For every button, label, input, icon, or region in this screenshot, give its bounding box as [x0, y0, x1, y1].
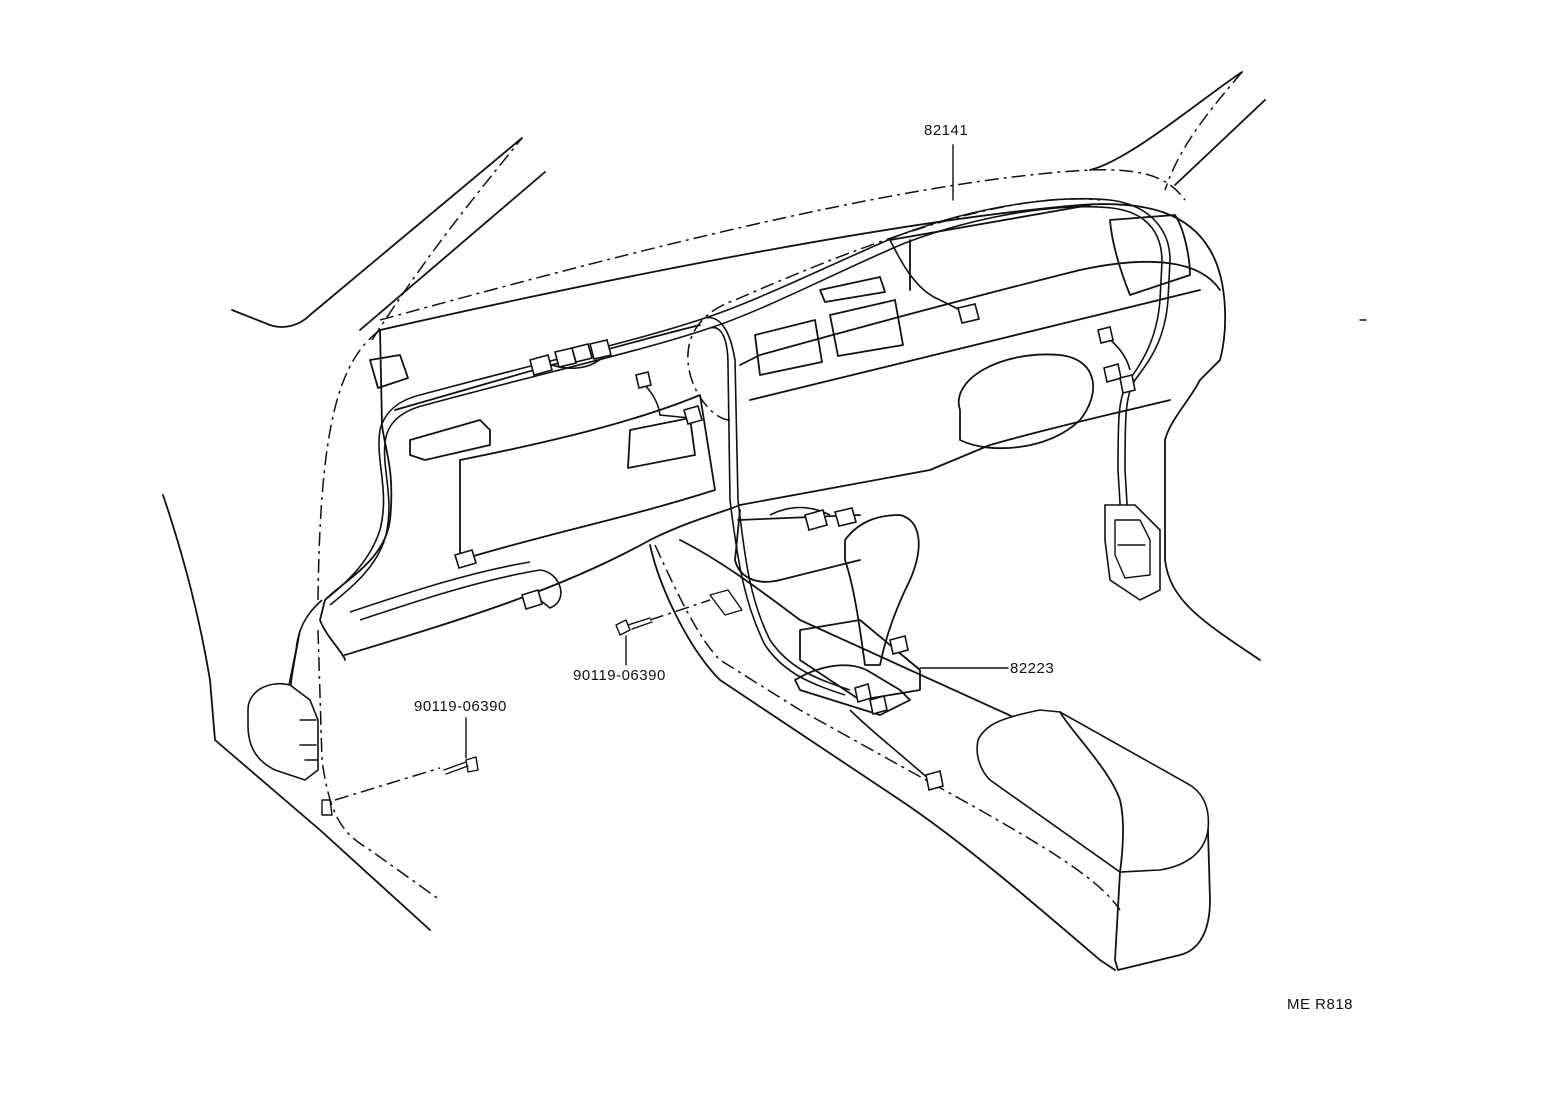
instrument-panel — [319, 198, 1261, 661]
center-console — [649, 514, 1211, 971]
diagram-code: ME R818 — [1287, 996, 1354, 1013]
bolts — [334, 589, 743, 801]
windshield-outline — [231, 71, 1266, 341]
leader-lines — [465, 144, 1009, 759]
left-body-edge — [162, 329, 441, 931]
harness-82141 — [247, 198, 1171, 816]
part-label-bolt-left: 90119-06390 — [414, 698, 507, 715]
part-label-bolt-center: 90119-06390 — [573, 667, 666, 684]
part-label-82223: 82223 — [1010, 660, 1055, 677]
part-label-82141: 82141 — [924, 122, 969, 139]
